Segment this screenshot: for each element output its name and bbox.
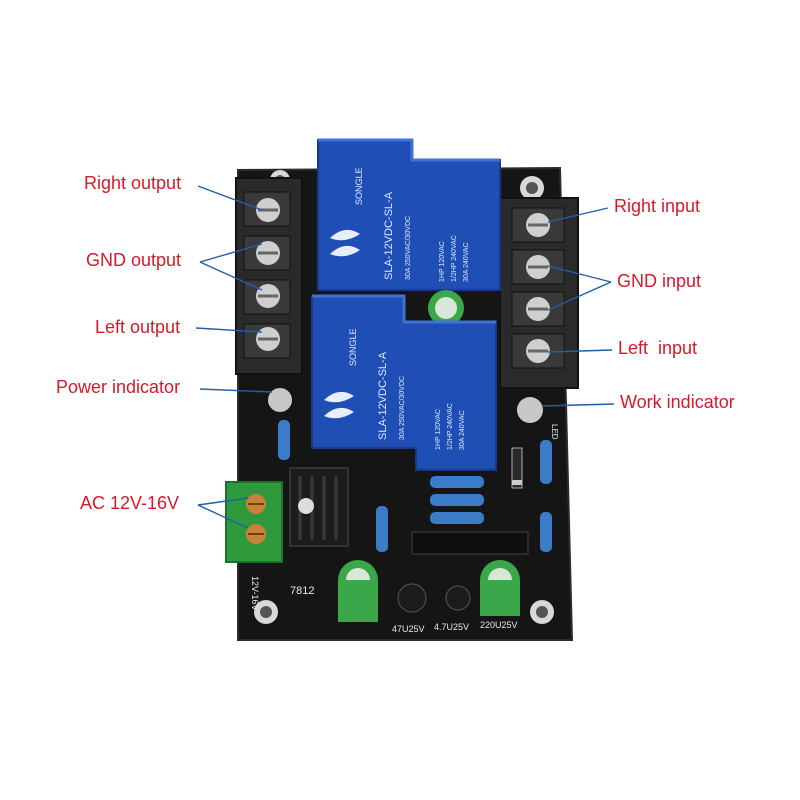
relay-brand: SONGLE <box>348 328 358 366</box>
regulator-label: 7812 <box>290 585 314 597</box>
capacitor-icon <box>338 560 520 622</box>
side-label: 12V-16V <box>250 576 260 611</box>
callout-gnd-input: GND input <box>617 271 702 291</box>
relay-rating: 1HP 120VAC <box>435 409 442 450</box>
input-terminal-block <box>499 197 579 389</box>
relay-rating: 1/2HP 240VAC <box>451 235 458 282</box>
relay-top: SONGLE SLA-12VDC-SL-A 30A 250VAC/30VDC 1… <box>317 138 501 291</box>
leader-lines <box>195 185 615 529</box>
cap-label: 47U25V <box>392 624 425 634</box>
ic-chip-icon <box>411 531 529 555</box>
led-icon <box>268 388 543 423</box>
screw-icon <box>526 213 550 363</box>
heatsink-icon <box>289 467 349 547</box>
callout-work-indicator: Work indicator <box>620 392 735 412</box>
relay-rating: 30A 240VAC <box>463 242 470 282</box>
songle-logo-icon <box>330 229 360 257</box>
callout-ac-input: AC 12V-16V <box>80 493 180 513</box>
relay-bottom: SONGLE SLA-12VDC-SL-A 30A 250VAC/30VDC 1… <box>311 294 497 471</box>
callout-right-output: Right output <box>84 173 182 193</box>
screw-icon <box>256 198 280 351</box>
diode-icon <box>511 447 523 489</box>
relay-model: SLA-12VDC-SL-A <box>383 191 395 280</box>
relay-brand: SONGLE <box>354 167 364 205</box>
callout-gnd-output: GND output <box>86 250 182 270</box>
cap-label: 4.7U25V <box>434 622 469 632</box>
songle-logo-icon <box>324 391 354 419</box>
callout-left-output: Left output <box>95 317 181 337</box>
relay-model: SLA-12VDC-SL-A <box>377 351 389 440</box>
relay-rating: 30A 250VAC/30VDC <box>399 376 406 440</box>
resistor-icon <box>278 420 552 552</box>
led-label: LED <box>550 424 559 440</box>
output-terminal-block <box>235 177 303 375</box>
relay-rating: 1/2HP 240VAC <box>447 403 454 450</box>
callout-left-input: Left input <box>618 338 698 358</box>
callout-right-input: Right input <box>614 196 701 216</box>
relay-rating: 30A 240VAC <box>459 410 466 450</box>
relay-rating: 1HP 120VAC <box>439 241 446 282</box>
cap-label: 220U25V <box>480 620 518 630</box>
relay-rating: 30A 250VAC/30VDC <box>405 216 412 280</box>
capacitor-icon <box>428 290 464 326</box>
callout-power-indicator: Power indicator <box>56 377 181 397</box>
